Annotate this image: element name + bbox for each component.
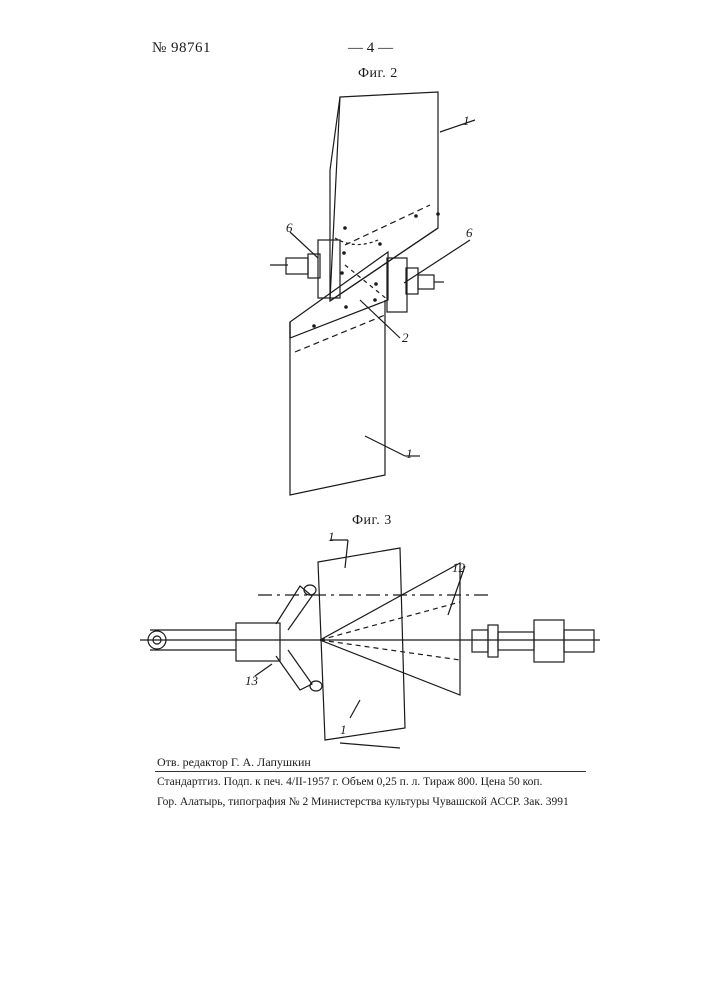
fig3-label-part12: 12: [452, 560, 466, 575]
fig3-cone: [320, 563, 460, 695]
printer-line: Гор. Алатырь, типография № 2 Министерств…: [157, 796, 569, 808]
imprint-rule: [155, 771, 586, 772]
editor-line: Отв. редактор Г. А. Лапушкин: [157, 755, 311, 770]
fig3-label-part1-top: 1: [328, 529, 335, 544]
imprint-line: Стандартгиз. Подп. к печ. 4/II-1957 г. О…: [157, 776, 542, 788]
fig3-label-part1-bottom: 1: [340, 722, 347, 737]
fig3-right-block: [534, 620, 564, 662]
fig3-holder: [236, 623, 280, 661]
fig3-label-part13: 13: [245, 673, 259, 688]
figure-3-drawing: 1 12 13 1: [0, 0, 707, 760]
